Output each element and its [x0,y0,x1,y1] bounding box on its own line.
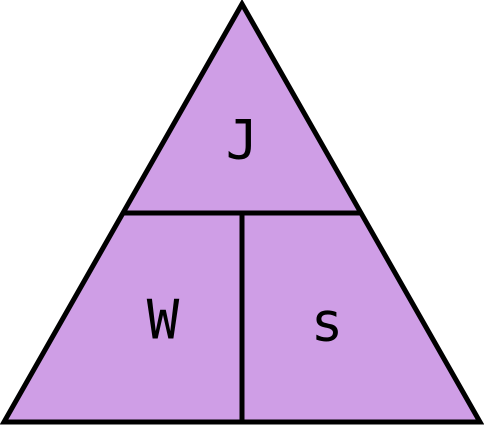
label-bottom-left: W [147,289,180,352]
label-top: J [226,109,259,172]
label-bottom-right: s [311,291,344,354]
